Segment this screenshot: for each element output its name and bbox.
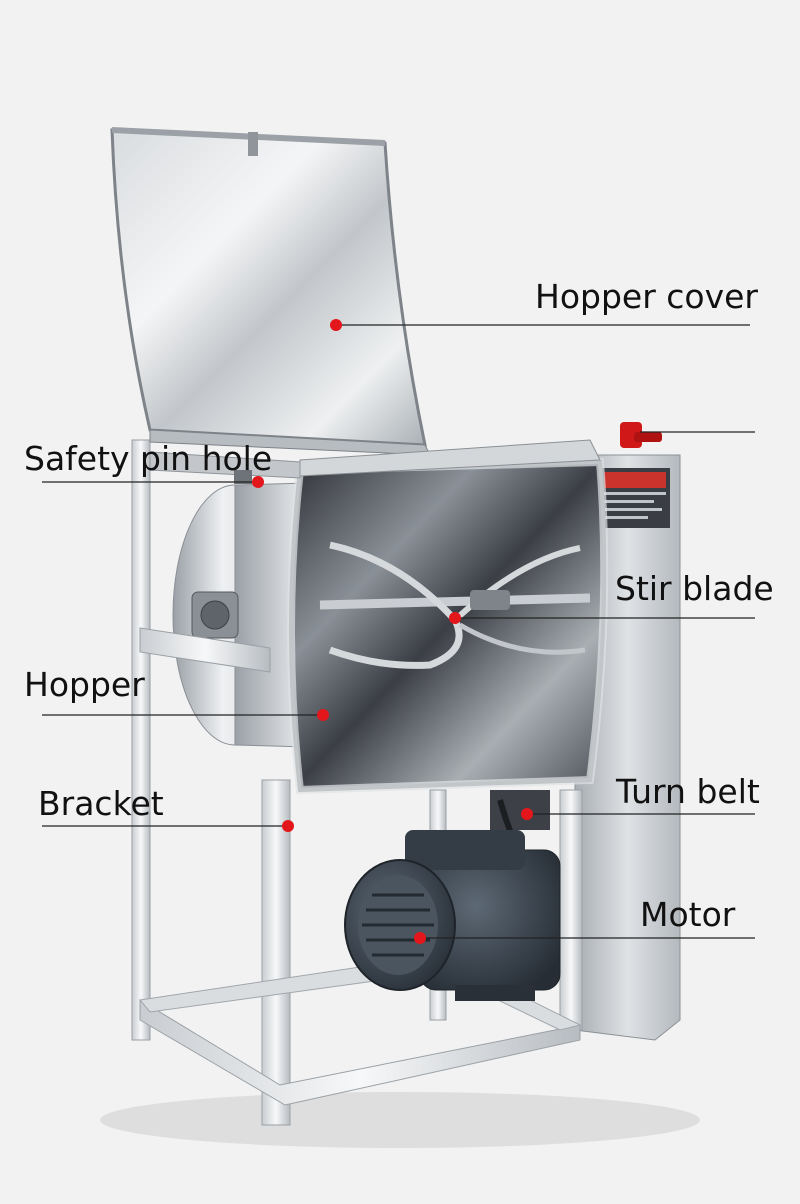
dot-bracket: [282, 820, 294, 832]
bracket-front-left-leg: [261, 779, 291, 1126]
label-bracket: Bracket: [38, 784, 164, 823]
bracket-base-frame: [139, 999, 581, 1106]
dot-stir-blade: [449, 612, 461, 624]
label-safety-pin-hole: Safety pin hole: [24, 439, 273, 478]
callout-leaders: [42, 324, 755, 939]
label-stir-blade: Stir blade: [615, 569, 774, 608]
label-hopper: Hopper: [24, 665, 145, 704]
hopper-bowl: [289, 459, 607, 793]
dot-turn-belt: [521, 808, 533, 820]
label-motor: Motor: [640, 895, 736, 934]
bracket-front-right-leg: [559, 789, 583, 1031]
dot-hopper-cover: [330, 319, 342, 331]
bracket-crossbar: [139, 627, 271, 673]
stir-blade: [319, 541, 591, 669]
safety-pin: [620, 422, 662, 448]
callout-dots: [252, 319, 533, 944]
dot-safety-pin-hole: [252, 476, 264, 488]
floor-shadow: [100, 1092, 700, 1148]
dot-motor: [414, 932, 426, 944]
bracket-rear-left-leg: [131, 439, 151, 1041]
dot-hopper: [317, 709, 329, 721]
label-hopper-cover: Hopper cover: [535, 277, 758, 316]
safety-pin-bracket: [149, 451, 301, 479]
label-turn-belt: Turn belt: [616, 772, 760, 811]
hopper-cover-lid: [110, 128, 427, 447]
motor-unit: [344, 830, 561, 1001]
